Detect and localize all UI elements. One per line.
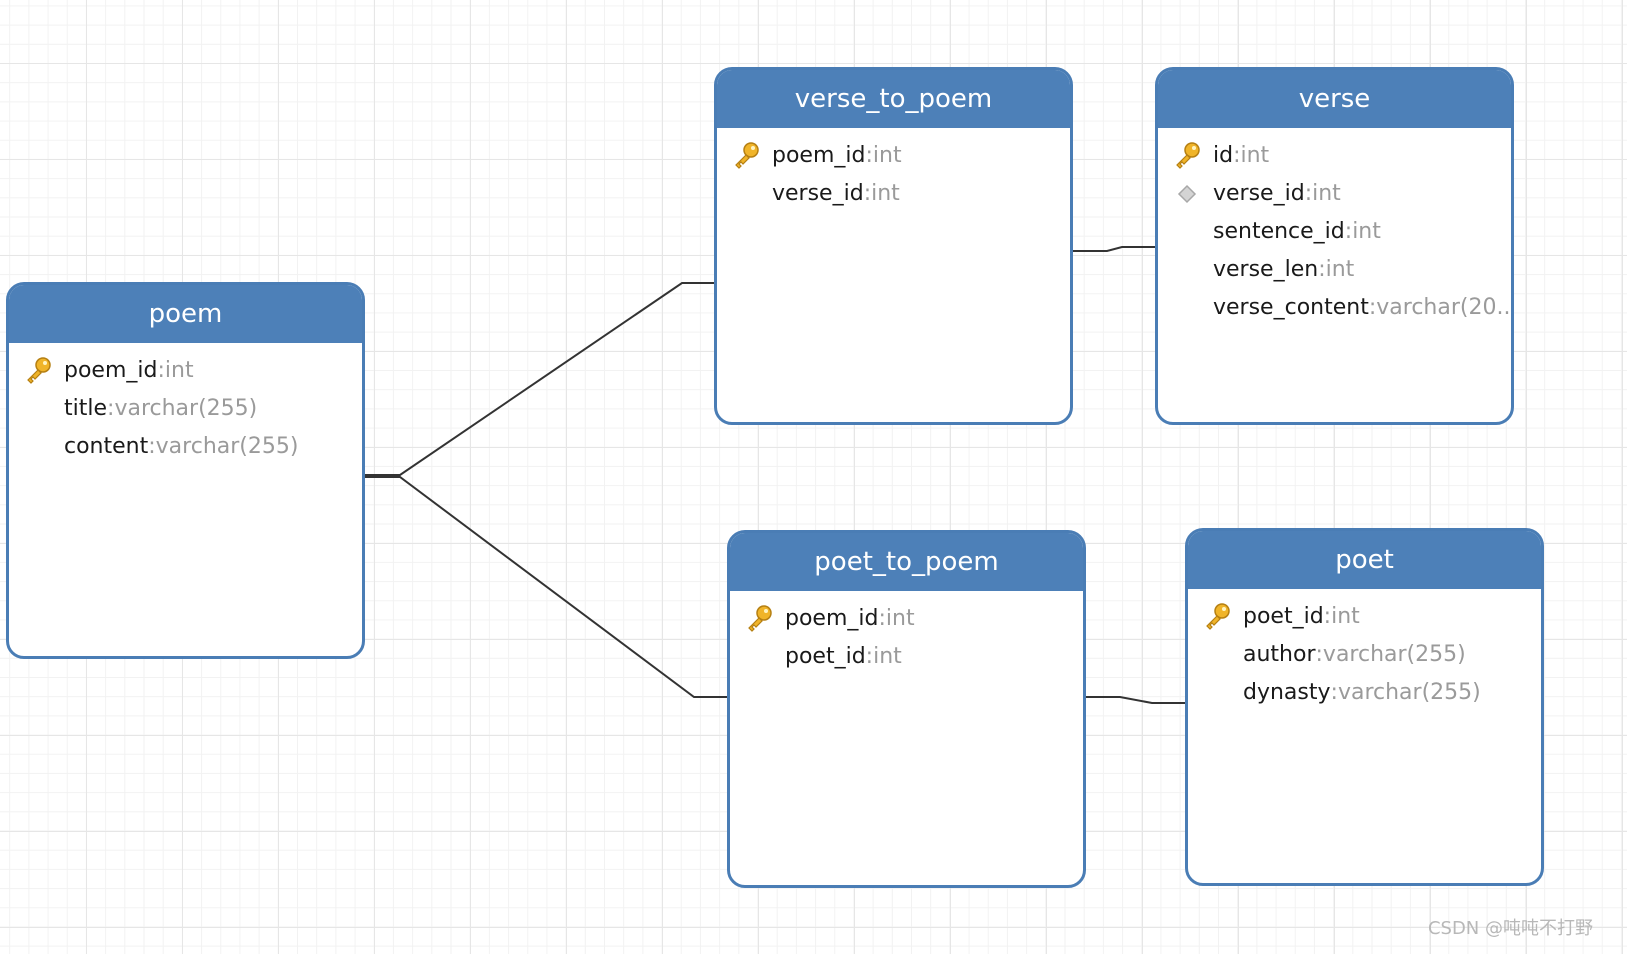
field-type: varchar(255) [1322, 641, 1466, 667]
field-separator: : [1318, 256, 1326, 282]
field-separator: : [1323, 603, 1332, 629]
field-separator: : [1315, 641, 1323, 667]
field-type: int [1331, 603, 1360, 629]
field-type: int [1325, 256, 1355, 282]
field-separator: : [1233, 142, 1241, 168]
field-type: int [164, 357, 194, 383]
index-diamond-icon [1177, 184, 1197, 204]
field-name: verse_content [1213, 294, 1369, 320]
field-row-sentence-id[interactable]: sentence_id: int [1158, 212, 1511, 250]
field-name: poet_id [1243, 603, 1324, 629]
field-row-id[interactable]: id: int [1158, 136, 1511, 174]
table-title-verse: verse [1298, 84, 1371, 114]
table-fields-verse: id: int verse_id: int sentence_id: int v… [1158, 128, 1511, 326]
field-type: varchar(255) [1337, 679, 1481, 705]
table-header-poem[interactable]: poem [9, 285, 362, 343]
table-poem[interactable]: poem poem_id: int title: varchar(255) co… [6, 282, 365, 659]
connector-poem-to-poet-to-poem [365, 476, 729, 698]
field-name: poem_id [785, 605, 879, 631]
table-verse-to-poem[interactable]: verse_to_poem poem_id: int verse_id: int [714, 67, 1073, 425]
field-type: int [872, 142, 902, 168]
field-name: id [1213, 142, 1234, 168]
key-icon [1206, 603, 1230, 630]
field-name: sentence_id [1213, 218, 1345, 244]
field-row-content[interactable]: content: varchar(255) [9, 427, 362, 465]
field-separator: : [878, 605, 886, 631]
connector-poet-to-poem-to-poet [1085, 696, 1186, 704]
table-header-verse[interactable]: verse [1158, 70, 1511, 128]
key-icon [27, 357, 51, 384]
table-fields-poet: poet_id: int author: varchar(255) dynast… [1188, 589, 1541, 711]
table-poet-to-poem[interactable]: poet_to_poem poem_id: int poet_id: int [727, 530, 1086, 888]
table-title-poem: poem [148, 299, 223, 329]
table-title-poet: poet [1335, 545, 1394, 575]
field-type: varchar(20... [1376, 294, 1514, 320]
table-title-poet-to-poem: poet_to_poem [814, 547, 999, 577]
field-name: verse_len [1213, 256, 1319, 282]
table-header-poet-to-poem[interactable]: poet_to_poem [730, 533, 1083, 591]
field-row-poet-id[interactable]: poet_id: int [1188, 597, 1541, 635]
field-separator: : [1344, 218, 1353, 244]
field-name: content [64, 433, 149, 459]
key-icon [1176, 142, 1200, 169]
field-type: int [885, 605, 915, 631]
field-separator: : [865, 643, 874, 669]
key-icon [748, 605, 772, 632]
table-header-poet[interactable]: poet [1188, 531, 1541, 589]
field-row-poem-id[interactable]: poem_id: int [9, 351, 362, 389]
field-type: varchar(255) [114, 395, 258, 421]
table-fields-poet-to-poem: poem_id: int poet_id: int [730, 591, 1083, 675]
connector-verse-to-poem-to-verse [1072, 246, 1157, 252]
field-separator: : [107, 395, 115, 421]
table-fields-poem: poem_id: int title: varchar(255) content… [9, 343, 362, 465]
field-name: author [1243, 641, 1316, 667]
field-row-author[interactable]: author: varchar(255) [1188, 635, 1541, 673]
field-row-poem-id[interactable]: poem_id: int [730, 599, 1083, 637]
field-row-poem-id[interactable]: poem_id: int [717, 136, 1070, 174]
table-header-verse-to-poem[interactable]: verse_to_poem [717, 70, 1070, 128]
field-separator: : [1330, 679, 1338, 705]
field-row-poet-id[interactable]: poet_id: int [730, 637, 1083, 675]
table-poet[interactable]: poet poet_id: int author: varchar(255) d… [1185, 528, 1544, 886]
field-row-verse-len[interactable]: verse_len: int [1158, 250, 1511, 288]
field-separator: : [148, 433, 156, 459]
field-row-verse-id[interactable]: verse_id: int [1158, 174, 1511, 212]
field-name: poem_id [772, 142, 866, 168]
field-separator: : [863, 180, 872, 206]
field-name: verse_id [772, 180, 864, 206]
table-verse[interactable]: verse id: int verse_id: int sentence_id:… [1155, 67, 1514, 425]
field-name: poem_id [64, 357, 158, 383]
field-type: varchar(255) [155, 433, 299, 459]
field-type: int [1312, 180, 1341, 206]
field-row-verse-id[interactable]: verse_id: int [717, 174, 1070, 212]
field-separator: : [157, 357, 165, 383]
field-type: int [1352, 218, 1381, 244]
key-icon [735, 142, 759, 169]
field-type: int [871, 180, 900, 206]
field-row-dynasty[interactable]: dynasty: varchar(255) [1188, 673, 1541, 711]
field-name: dynasty [1243, 679, 1331, 705]
field-row-title[interactable]: title: varchar(255) [9, 389, 362, 427]
field-row-verse-content[interactable]: verse_content: varchar(20... [1158, 288, 1511, 326]
field-name: title [64, 395, 108, 421]
watermark: CSDN @吨吨不打野 [1427, 918, 1593, 939]
field-type: int [1240, 142, 1270, 168]
table-fields-verse-to-poem: poem_id: int verse_id: int [717, 128, 1070, 212]
field-separator: : [865, 142, 873, 168]
connector-poem-to-verse-to-poem [365, 282, 716, 476]
field-name: verse_id [1213, 180, 1305, 206]
field-type: int [873, 643, 902, 669]
field-separator: : [1368, 294, 1377, 320]
field-separator: : [1304, 180, 1313, 206]
field-name: poet_id [785, 643, 866, 669]
table-title-verse-to-poem: verse_to_poem [794, 84, 993, 114]
